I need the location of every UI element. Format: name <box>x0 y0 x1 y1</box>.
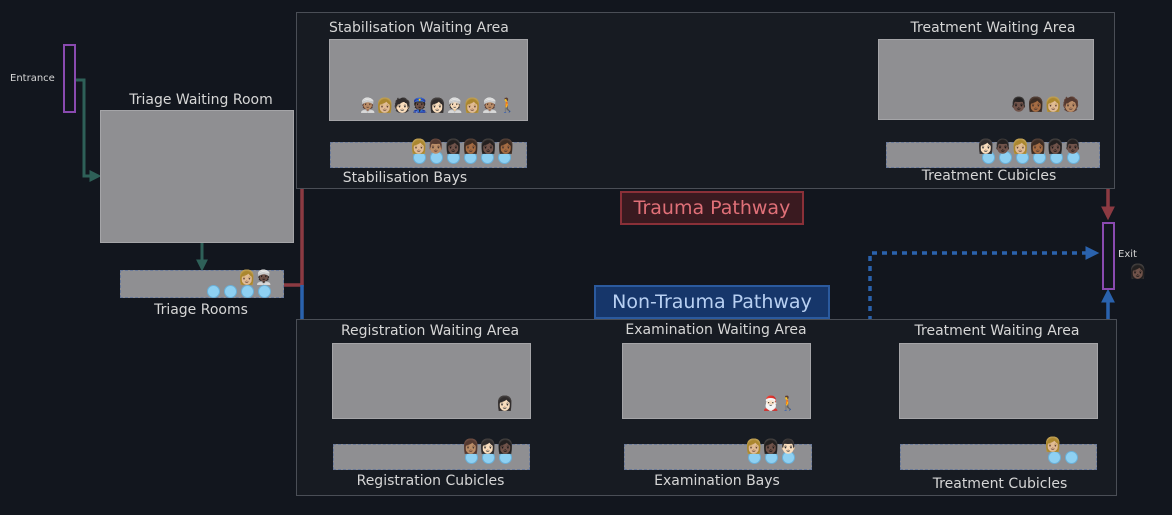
exam-bays-label: Examination Bays <box>654 473 780 489</box>
exit-label: Exit <box>1118 249 1137 260</box>
exam-bay-dot <box>748 451 761 464</box>
reg-cubicle-dot <box>499 451 512 464</box>
stab-bay-dot <box>413 151 426 164</box>
nt-treat-cubicles <box>900 444 1097 470</box>
triage-rooms <box>120 270 284 298</box>
stab-bays-patients: 👩🏼👨🏽👩🏿👩🏾👩🏿👩🏾 <box>410 139 515 155</box>
nt-treat-cubicles-patients: 👩🏼 <box>1044 437 1062 453</box>
reg-cubicles-label: Registration Cubicles <box>356 473 505 489</box>
non-trauma-pathway-badge: Non-Trauma Pathway <box>594 285 830 319</box>
reg-waiting-patients: 👩🏻 <box>496 396 514 412</box>
triage-rooms-patients: 👩🏼👳🏿 <box>238 270 273 286</box>
triage-waiting-label: Triage Waiting Room <box>129 92 273 108</box>
stab-bay-dot <box>430 151 443 164</box>
stab-bay-dot <box>464 151 477 164</box>
stab-waiting-patients: 👳🏽👩🏼🧑🏻👮🏿👩🏻👳🏻👩🏼👳🏽🚶 <box>359 98 516 114</box>
stab-bay-dot <box>481 151 494 164</box>
exam-bay-dot <box>765 451 778 464</box>
stab-bay-dot <box>498 151 511 164</box>
entrance-to-triage-arrow <box>74 78 102 182</box>
triage-room-dot <box>241 285 254 298</box>
triage-waiting-room <box>100 110 294 243</box>
trauma-treat-cubicles-label: Treatment Cubicles <box>921 168 1057 184</box>
triage-room-dot <box>207 285 220 298</box>
entrance-label: Entrance <box>10 73 55 84</box>
exam-waiting-label: Examination Waiting Area <box>625 322 807 338</box>
nt-treat-cubicle-dot <box>1065 451 1078 464</box>
trauma-treat-cubicles-patients: 👩🏻👨🏿👩🏼👩🏾👩🏿👨🏿 <box>977 139 1082 155</box>
exam-bays <box>624 444 812 470</box>
trauma-treat-cubicle-dot <box>1016 151 1029 164</box>
triage-room-dot <box>224 285 237 298</box>
stab-bays-label: Stabilisation Bays <box>342 170 468 186</box>
nt-treat-waiting-label: Treatment Waiting Area <box>914 323 1080 339</box>
exit-bar <box>1102 222 1115 290</box>
trauma-treat-cubicle-dot <box>1050 151 1063 164</box>
reg-waiting-label: Registration Waiting Area <box>340 323 520 339</box>
trauma-treat-cubicle-dot <box>1033 151 1046 164</box>
stab-waiting-area <box>329 39 528 121</box>
trauma-pathway-badge: Trauma Pathway <box>620 191 804 225</box>
stab-waiting-label: Stabilisation Waiting Area <box>329 20 509 36</box>
nt-treat-cubicles-label: Treatment Cubicles <box>932 476 1068 492</box>
reg-waiting-area <box>332 343 531 419</box>
reg-cubicle-dot <box>482 451 495 464</box>
exam-bay-dot <box>782 451 795 464</box>
reg-cubicle-dot <box>465 451 478 464</box>
exam-waiting-patients: 🎅🏻🚶 <box>762 396 797 412</box>
trauma-treat-cubicle-dot <box>999 151 1012 164</box>
trauma-treat-waiting-label: Treatment Waiting Area <box>910 20 1076 36</box>
reg-cubicles-patients: 👩🏽👩🏻👩🏿 <box>462 439 515 455</box>
reg-cubicles <box>333 444 530 470</box>
nt-treat-cubicle-dot <box>1048 451 1061 464</box>
triage-room-dot <box>258 285 271 298</box>
exit-patient: 👩🏿 <box>1129 264 1147 280</box>
trauma-treat-waiting-patients: 👨🏿👩🏾👩🏼🧑🏽 <box>1010 97 1080 113</box>
stab-bays <box>330 142 527 168</box>
trauma-treat-cubicle-dot <box>1067 151 1080 164</box>
exam-waiting-area <box>622 343 811 419</box>
nt-treat-waiting-area <box>899 343 1098 419</box>
trauma-treat-waiting-area <box>878 39 1094 120</box>
stab-bay-dot <box>447 151 460 164</box>
trauma-treat-cubicle-dot <box>982 151 995 164</box>
exam-bays-patients: 👩🏼👩🏿👨🏻 <box>745 439 798 455</box>
triage-rooms-label: Triage Rooms <box>154 302 248 318</box>
entrance-bar <box>63 44 76 113</box>
